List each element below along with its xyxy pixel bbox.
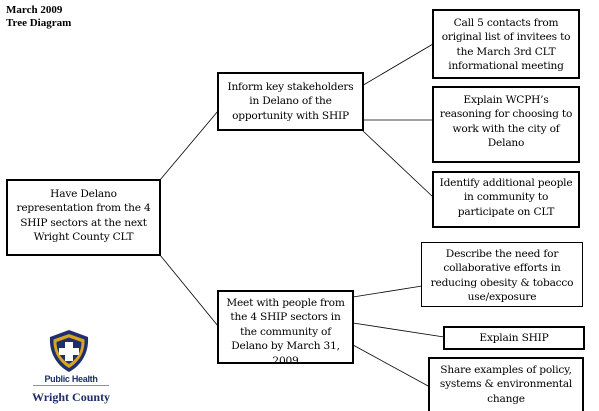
leaf-2-1-text: Describe the need for collaborative effo… bbox=[430, 248, 574, 304]
branch-1-node: Inform key stakeholders in Delano of the… bbox=[217, 72, 364, 131]
public-health-shield-icon bbox=[49, 330, 89, 372]
connector-branch-1-leaf-1 bbox=[359, 43, 434, 88]
public-health-logo: Public Health Wright County bbox=[21, 328, 131, 408]
header-title: Tree Diagram bbox=[6, 17, 72, 29]
leaf-1-1-node: Call 5 contacts from original list of in… bbox=[432, 9, 580, 79]
header-date: March 2009 bbox=[6, 4, 63, 16]
leaf-2-1-node: Describe the need for collaborative effo… bbox=[421, 242, 583, 307]
branch-2-node: Meet with people from the 4 SHIP sectors… bbox=[217, 290, 354, 364]
connector-root-branch-1 bbox=[159, 110, 219, 181]
leaf-2-3-text: Share examples of policy, systems & envi… bbox=[439, 364, 573, 405]
logo-tagline-rule bbox=[33, 385, 109, 389]
branch-2-text: Meet with people from the 4 SHIP sectors… bbox=[226, 297, 345, 364]
leaf-1-3-node: Identify additional people in community … bbox=[432, 171, 580, 228]
logo-org-name: Public Health bbox=[44, 374, 98, 384]
connector-branch-1-leaf-3 bbox=[362, 130, 434, 198]
branch-1-text: Inform key stakeholders in Delano of the… bbox=[227, 81, 354, 122]
leaf-2-2-node: Explain SHIP bbox=[443, 326, 585, 350]
logo-county-name: Wright County bbox=[31, 390, 111, 404]
leaf-2-3-node: Share examples of policy, systems & envi… bbox=[428, 357, 584, 411]
connector-branch-2-leaf-1 bbox=[352, 285, 423, 298]
leaf-1-1-text: Call 5 contacts from original list of in… bbox=[441, 17, 571, 73]
connector-root-branch-2 bbox=[159, 254, 219, 327]
root-node-text: Have Delano representation from the 4 SH… bbox=[16, 188, 151, 244]
leaf-1-2-text: Explain WCPH’s reasoning for choosing to… bbox=[439, 94, 573, 150]
root-node: Have Delano representation from the 4 SH… bbox=[6, 179, 161, 256]
connector-branch-2-leaf-2 bbox=[352, 322, 445, 338]
leaf-2-2-text: Explain SHIP bbox=[479, 332, 549, 344]
leaf-1-3-text: Identify additional people in community … bbox=[439, 177, 573, 218]
leaf-1-2-node: Explain WCPH’s reasoning for choosing to… bbox=[432, 86, 580, 163]
header: March 2009 Tree Diagram bbox=[6, 4, 71, 30]
connector-branch-2-leaf-3 bbox=[352, 344, 431, 388]
